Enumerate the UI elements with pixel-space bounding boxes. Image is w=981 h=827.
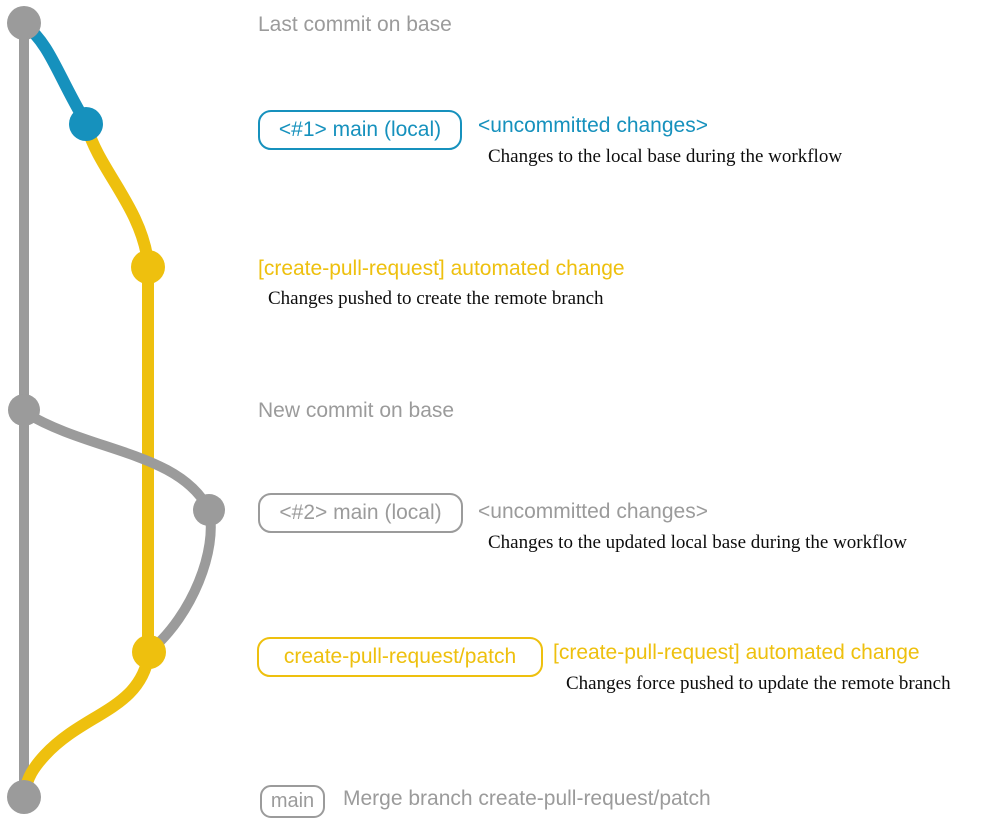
commit-dot-merge	[7, 780, 41, 814]
git-graph	[7, 6, 225, 814]
merge-message-label: Merge branch create-pull-request/patch	[343, 787, 711, 810]
automated-change-label-1: [create-pull-request] automated change	[258, 257, 625, 280]
note-updated-base: Changes to the updated local base during…	[488, 532, 907, 553]
commit-dot-last-base	[7, 6, 41, 40]
commit-dot-main-1	[69, 107, 103, 141]
branch-box-main-2: <#2> main (local)	[258, 493, 463, 533]
commit-dot-patch-1	[131, 250, 165, 284]
gray-update-branch-path	[21, 408, 216, 655]
branch-box-main-2-label: <#2> main (local)	[279, 501, 442, 524]
commit-dot-main-2	[193, 494, 225, 526]
new-commit-label: New commit on base	[258, 399, 455, 422]
automated-change-label-2: [create-pull-request] automated change	[553, 641, 920, 664]
last-commit-label: Last commit on base	[258, 13, 452, 36]
uncommitted-changes-1: <uncommitted changes>	[478, 114, 708, 137]
branch-box-main-final: main	[260, 785, 325, 818]
note-local-base: Changes to the local base during the wor…	[488, 146, 843, 167]
branch-box-main-1-label: <#1> main (local)	[278, 118, 442, 141]
commit-dot-patch-2	[132, 635, 166, 669]
note-pushed-create: Changes pushed to create the remote bran…	[268, 288, 604, 309]
note-force-pushed: Changes force pushed to update the remot…	[566, 673, 951, 694]
branch-box-patch-label: create-pull-request/patch	[283, 645, 517, 668]
uncommitted-changes-2: <uncommitted changes>	[478, 500, 708, 523]
yellow-branch-path	[81, 121, 154, 656]
blue-branch-path	[19, 19, 91, 127]
branch-box-main-final-label: main	[270, 790, 315, 812]
commit-dot-new-base	[8, 394, 40, 426]
branch-box-patch: create-pull-request/patch	[257, 637, 543, 677]
branch-box-main-1: <#1> main (local)	[258, 110, 462, 150]
yellow-merge-path	[19, 648, 155, 798]
